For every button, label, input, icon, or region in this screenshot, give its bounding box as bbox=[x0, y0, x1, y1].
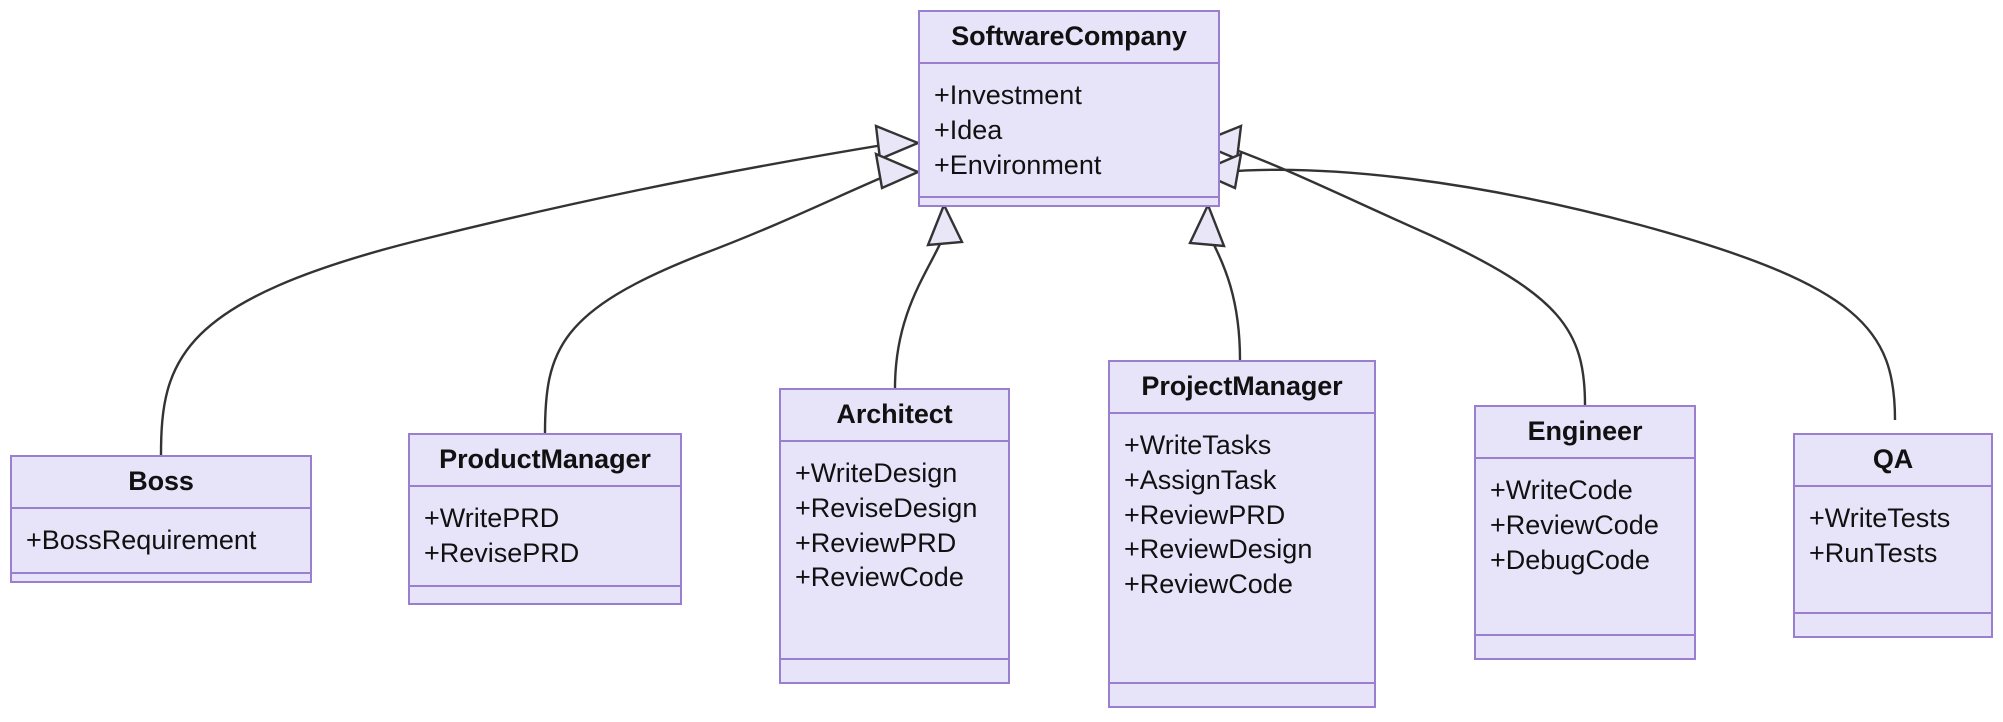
class-title-architect: Architect bbox=[781, 390, 1008, 442]
edge-architect-to-softwarecompany bbox=[893, 232, 947, 389]
class-methods-boss bbox=[12, 574, 310, 581]
attribute-item: +WritePRD bbox=[424, 503, 560, 533]
generalization-arrowhead-boss bbox=[874, 124, 922, 161]
attribute-item: +ReviseDesign bbox=[795, 492, 978, 523]
class-attributes-projectmanager: +WriteTasks +AssignTask +ReviewPRD +Revi… bbox=[1110, 414, 1374, 684]
class-title-engineer: Engineer bbox=[1476, 407, 1694, 459]
generalization-arrowhead-architect bbox=[926, 202, 964, 247]
attribute-item: +ReviewPRD bbox=[1124, 499, 1286, 530]
class-title-projectmanager: ProjectManager bbox=[1110, 362, 1374, 414]
class-box-boss[interactable]: Boss +BossRequirement bbox=[10, 455, 312, 583]
attribute-item: +RevisePRD bbox=[424, 537, 580, 568]
class-box-architect[interactable]: Architect +WriteDesign +ReviseDesign +Re… bbox=[779, 388, 1010, 684]
attribute-item: +ReviewCode bbox=[795, 562, 964, 593]
attribute-item: +RunTests bbox=[1809, 537, 1938, 568]
attribute-item: +BossRequirement bbox=[26, 525, 257, 555]
class-attributes-architect: +WriteDesign +ReviseDesign +ReviewPRD +R… bbox=[781, 442, 1008, 660]
class-methods-architect bbox=[781, 660, 1008, 682]
class-title-productmanager: ProductManager bbox=[410, 435, 680, 487]
attribute-item: +WriteCode bbox=[1490, 475, 1633, 505]
attribute-item: +ReviewDesign bbox=[1124, 534, 1313, 565]
attribute-item: +ReviewCode bbox=[1490, 509, 1659, 540]
class-methods-qa bbox=[1795, 614, 1991, 636]
class-title-softwarecompany: SoftwareCompany bbox=[920, 12, 1218, 64]
attribute-item: +AssignTask bbox=[1124, 464, 1277, 495]
generalization-arrowhead-productmanager bbox=[874, 152, 921, 190]
class-box-qa[interactable]: QA +WriteTests +RunTests bbox=[1793, 433, 1993, 638]
class-box-projectmanager[interactable]: ProjectManager +WriteTasks +AssignTask +… bbox=[1108, 360, 1376, 708]
class-box-softwarecompany[interactable]: SoftwareCompany +Investment +Idea +Envir… bbox=[918, 10, 1220, 207]
attribute-item: +Investment bbox=[934, 80, 1082, 110]
class-methods-softwarecompany bbox=[920, 198, 1218, 205]
attribute-item: +WriteTasks bbox=[1124, 430, 1272, 460]
class-attributes-boss: +BossRequirement bbox=[12, 509, 310, 574]
attribute-item: +WriteDesign bbox=[795, 458, 958, 488]
class-methods-engineer bbox=[1476, 636, 1694, 658]
class-attributes-engineer: +WriteCode +ReviewCode +DebugCode bbox=[1476, 459, 1694, 636]
class-attributes-softwarecompany: +Investment +Idea +Environment bbox=[920, 64, 1218, 199]
class-methods-productmanager bbox=[410, 587, 680, 603]
attribute-item: +ReviewPRD bbox=[795, 527, 957, 558]
attribute-item: +ReviewCode bbox=[1124, 569, 1293, 600]
edge-projectmanager-to-softwarecompany bbox=[1206, 232, 1242, 361]
attribute-item: +WriteTests bbox=[1809, 503, 1951, 533]
class-methods-projectmanager bbox=[1110, 684, 1374, 706]
generalization-arrowhead-projectmanager bbox=[1188, 201, 1226, 248]
class-attributes-productmanager: +WritePRD +RevisePRD bbox=[410, 487, 680, 587]
class-attributes-qa: +WriteTests +RunTests bbox=[1795, 487, 1991, 614]
class-box-engineer[interactable]: Engineer +WriteCode +ReviewCode +DebugCo… bbox=[1474, 405, 1696, 660]
class-title-qa: QA bbox=[1795, 435, 1991, 487]
class-box-productmanager[interactable]: ProductManager +WritePRD +RevisePRD bbox=[408, 433, 682, 605]
attribute-item: +Environment bbox=[934, 149, 1102, 180]
attribute-item: +DebugCode bbox=[1490, 544, 1650, 575]
class-title-boss: Boss bbox=[12, 457, 310, 509]
attribute-item: +Idea bbox=[934, 114, 1003, 145]
